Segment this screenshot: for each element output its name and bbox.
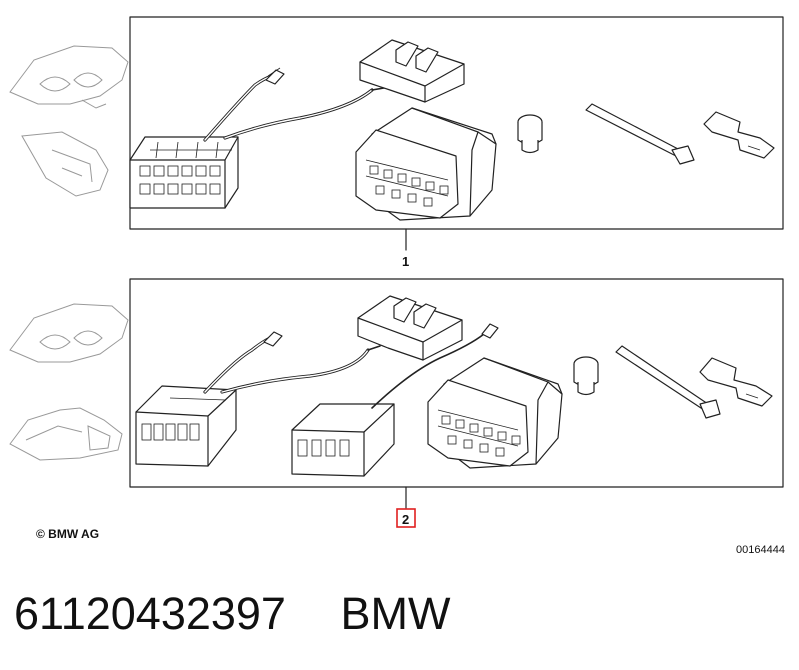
callout-highlight-box [396, 508, 416, 528]
retaining-clip-2 [699, 357, 773, 407]
kit-panel-1 [129, 16, 784, 251]
rubber-grommet-2 [573, 356, 599, 396]
parts-diagram: 1 [9, 16, 785, 556]
terminal-spade-left [263, 331, 283, 347]
headlight-thumbnail-bottom [9, 303, 129, 363]
headlight-thumbnail-top [9, 45, 129, 109]
callout-label-1[interactable]: 1 [402, 254, 409, 269]
terminal-spade [265, 67, 285, 85]
brand-name: BMW [340, 588, 451, 639]
connector-12pin [129, 136, 239, 209]
resistor-module [359, 39, 465, 103]
callout-label-2[interactable]: 2 [402, 512, 409, 527]
part-caption: 61120432397 BMW [14, 584, 784, 644]
taillight-thumbnail-bottom [9, 407, 123, 461]
copyright-text: © BMW AG [36, 527, 99, 541]
connector-4pin-middle [291, 403, 395, 477]
cable-tie [585, 103, 695, 165]
taillight-thumbnail-top [21, 131, 109, 197]
part-number: 61120432397 [14, 588, 286, 639]
resistor-module-2 [357, 295, 463, 361]
terminal-spade-right [481, 323, 499, 339]
rubber-grommet [517, 114, 543, 154]
kit-panel-2 [129, 278, 784, 509]
connector-6pin-left [135, 385, 237, 467]
connector-large-housing-2 [427, 357, 563, 469]
cable-tie-2 [615, 345, 721, 419]
connector-large-housing [355, 107, 497, 221]
retaining-clip [703, 111, 775, 159]
reference-number: 00164444 [736, 544, 785, 556]
